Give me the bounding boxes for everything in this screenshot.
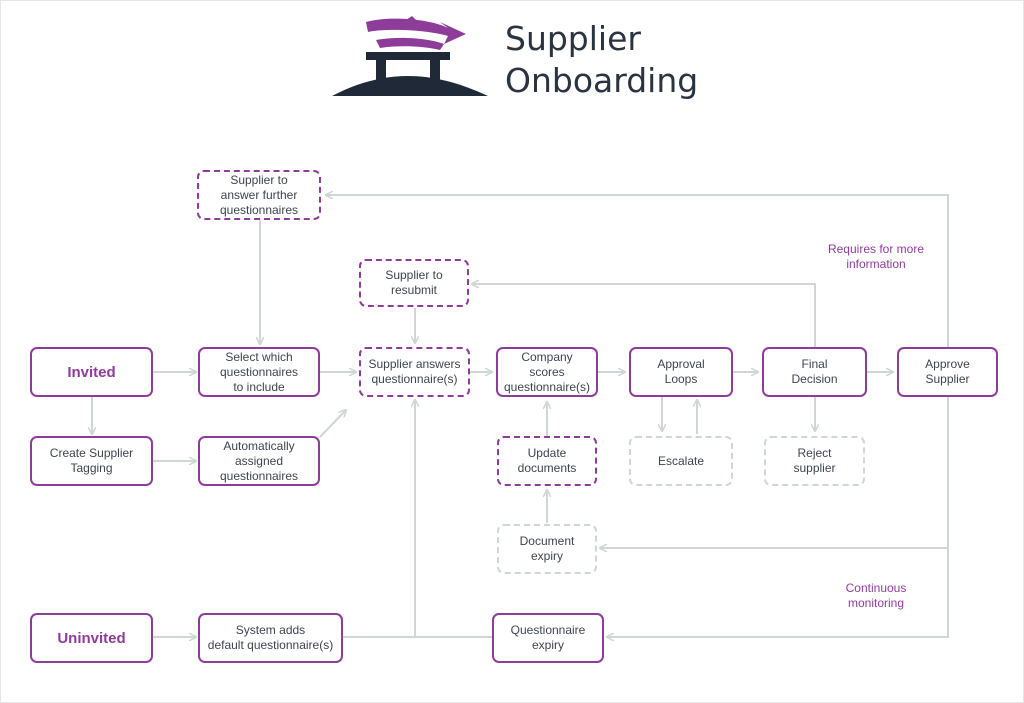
node-invited: Invited <box>30 347 153 397</box>
node-uninvited: Uninvited <box>30 613 153 663</box>
page-title: Supplier Onboarding <box>505 19 699 100</box>
note-continuous-monitoring: Continuous monitoring <box>845 581 907 610</box>
arrow-approve-to-further <box>326 195 949 347</box>
node-supplier-resubmit: Supplier to resubmit <box>359 259 469 307</box>
node-create-supplier-tagging: Create Supplier Tagging <box>30 436 153 486</box>
node-escalate: Escalate <box>629 436 733 486</box>
node-approve-supplier: Approve Supplier <box>897 347 998 397</box>
node-final-decision: Final Decision <box>762 347 867 397</box>
arrow-monitor-to-qexpiry <box>607 548 949 637</box>
node-approval-loops: Approval Loops <box>629 347 733 397</box>
node-system-adds-default: System adds default questionnaire(s) <box>198 613 343 663</box>
node-company-scores: Company scores questionnaire(s) <box>496 347 598 397</box>
node-update-documents: Update documents <box>497 436 597 486</box>
node-auto-assigned: Automatically assigned questionnaires <box>198 436 320 486</box>
node-supplier-answers: Supplier answers questionnaire(s) <box>359 347 470 397</box>
node-supplier-answer-further: Supplier to answer further questionnaire… <box>197 170 321 220</box>
node-reject-supplier: Reject supplier <box>764 436 865 486</box>
node-questionnaire-expiry: Questionnaire expiry <box>492 613 604 663</box>
node-select-questionnaires: Select which questionnaires to include <box>198 347 320 397</box>
note-requires-more-info: Requires for more information <box>827 242 925 271</box>
pagoda-arrow-logo <box>332 16 488 96</box>
arrow-final-to-resubmit <box>472 284 816 347</box>
arrow-auto-to-answers <box>319 410 346 438</box>
node-document-expiry: Document expiry <box>497 524 597 574</box>
